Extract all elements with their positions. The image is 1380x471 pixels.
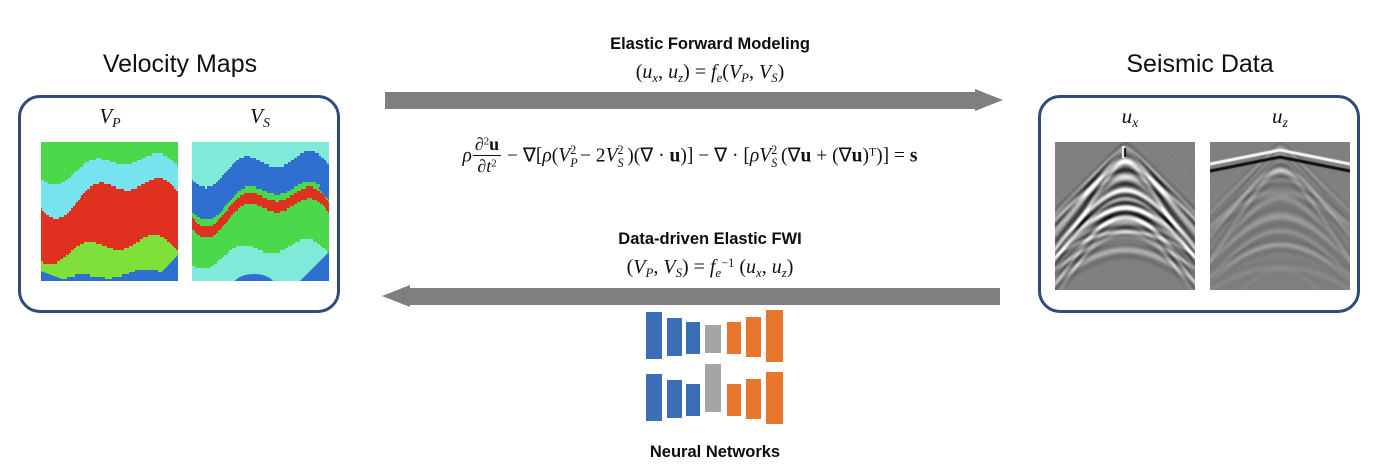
nn-bar-bottleneck — [705, 364, 721, 412]
velocity-maps-title: Velocity Maps — [102, 50, 258, 78]
nn-bar-encoder — [646, 312, 662, 359]
nn-bar-bottleneck — [705, 325, 721, 353]
vs-map — [192, 142, 329, 281]
nn-bar-encoder — [667, 318, 682, 356]
forward-equation: (ux, uz) = fe(VP, VS) — [635, 61, 785, 85]
ux-label: ux — [1121, 104, 1139, 130]
ux-gather — [1055, 142, 1195, 290]
neural-network-caption: Neural Networks — [649, 443, 781, 461]
nn-bar-decoder — [746, 317, 761, 357]
inverse-arrow-head — [382, 285, 410, 307]
seismic-data-title: Seismic Data — [1126, 50, 1274, 78]
nn-bar-decoder — [727, 322, 741, 354]
inverse-heading: Data-driven Elastic FWI — [618, 230, 802, 248]
inverse-equation: (VP, VS) = fe−1 (ux, uz) — [626, 256, 794, 280]
vp-map — [41, 142, 178, 281]
nn-bar-encoder — [686, 384, 700, 416]
nn-bar-encoder — [686, 322, 700, 354]
uz-label: uz — [1272, 104, 1288, 130]
vp-label: VP — [99, 104, 121, 130]
nn-bar-decoder — [766, 310, 783, 362]
uz-gather — [1210, 142, 1350, 290]
forward-heading: Elastic Forward Modeling — [610, 35, 810, 53]
nn-bar-decoder — [766, 372, 783, 424]
nn-bar-encoder — [646, 374, 662, 421]
forward-arrow-head — [975, 89, 1003, 111]
inverse-arrow-shaft — [410, 288, 1000, 305]
forward-arrow-shaft — [385, 92, 975, 109]
nn-bar-decoder — [746, 379, 761, 419]
nn-bar-decoder — [727, 384, 741, 416]
nn-bar-encoder — [667, 380, 682, 418]
vs-label: VS — [250, 104, 270, 130]
